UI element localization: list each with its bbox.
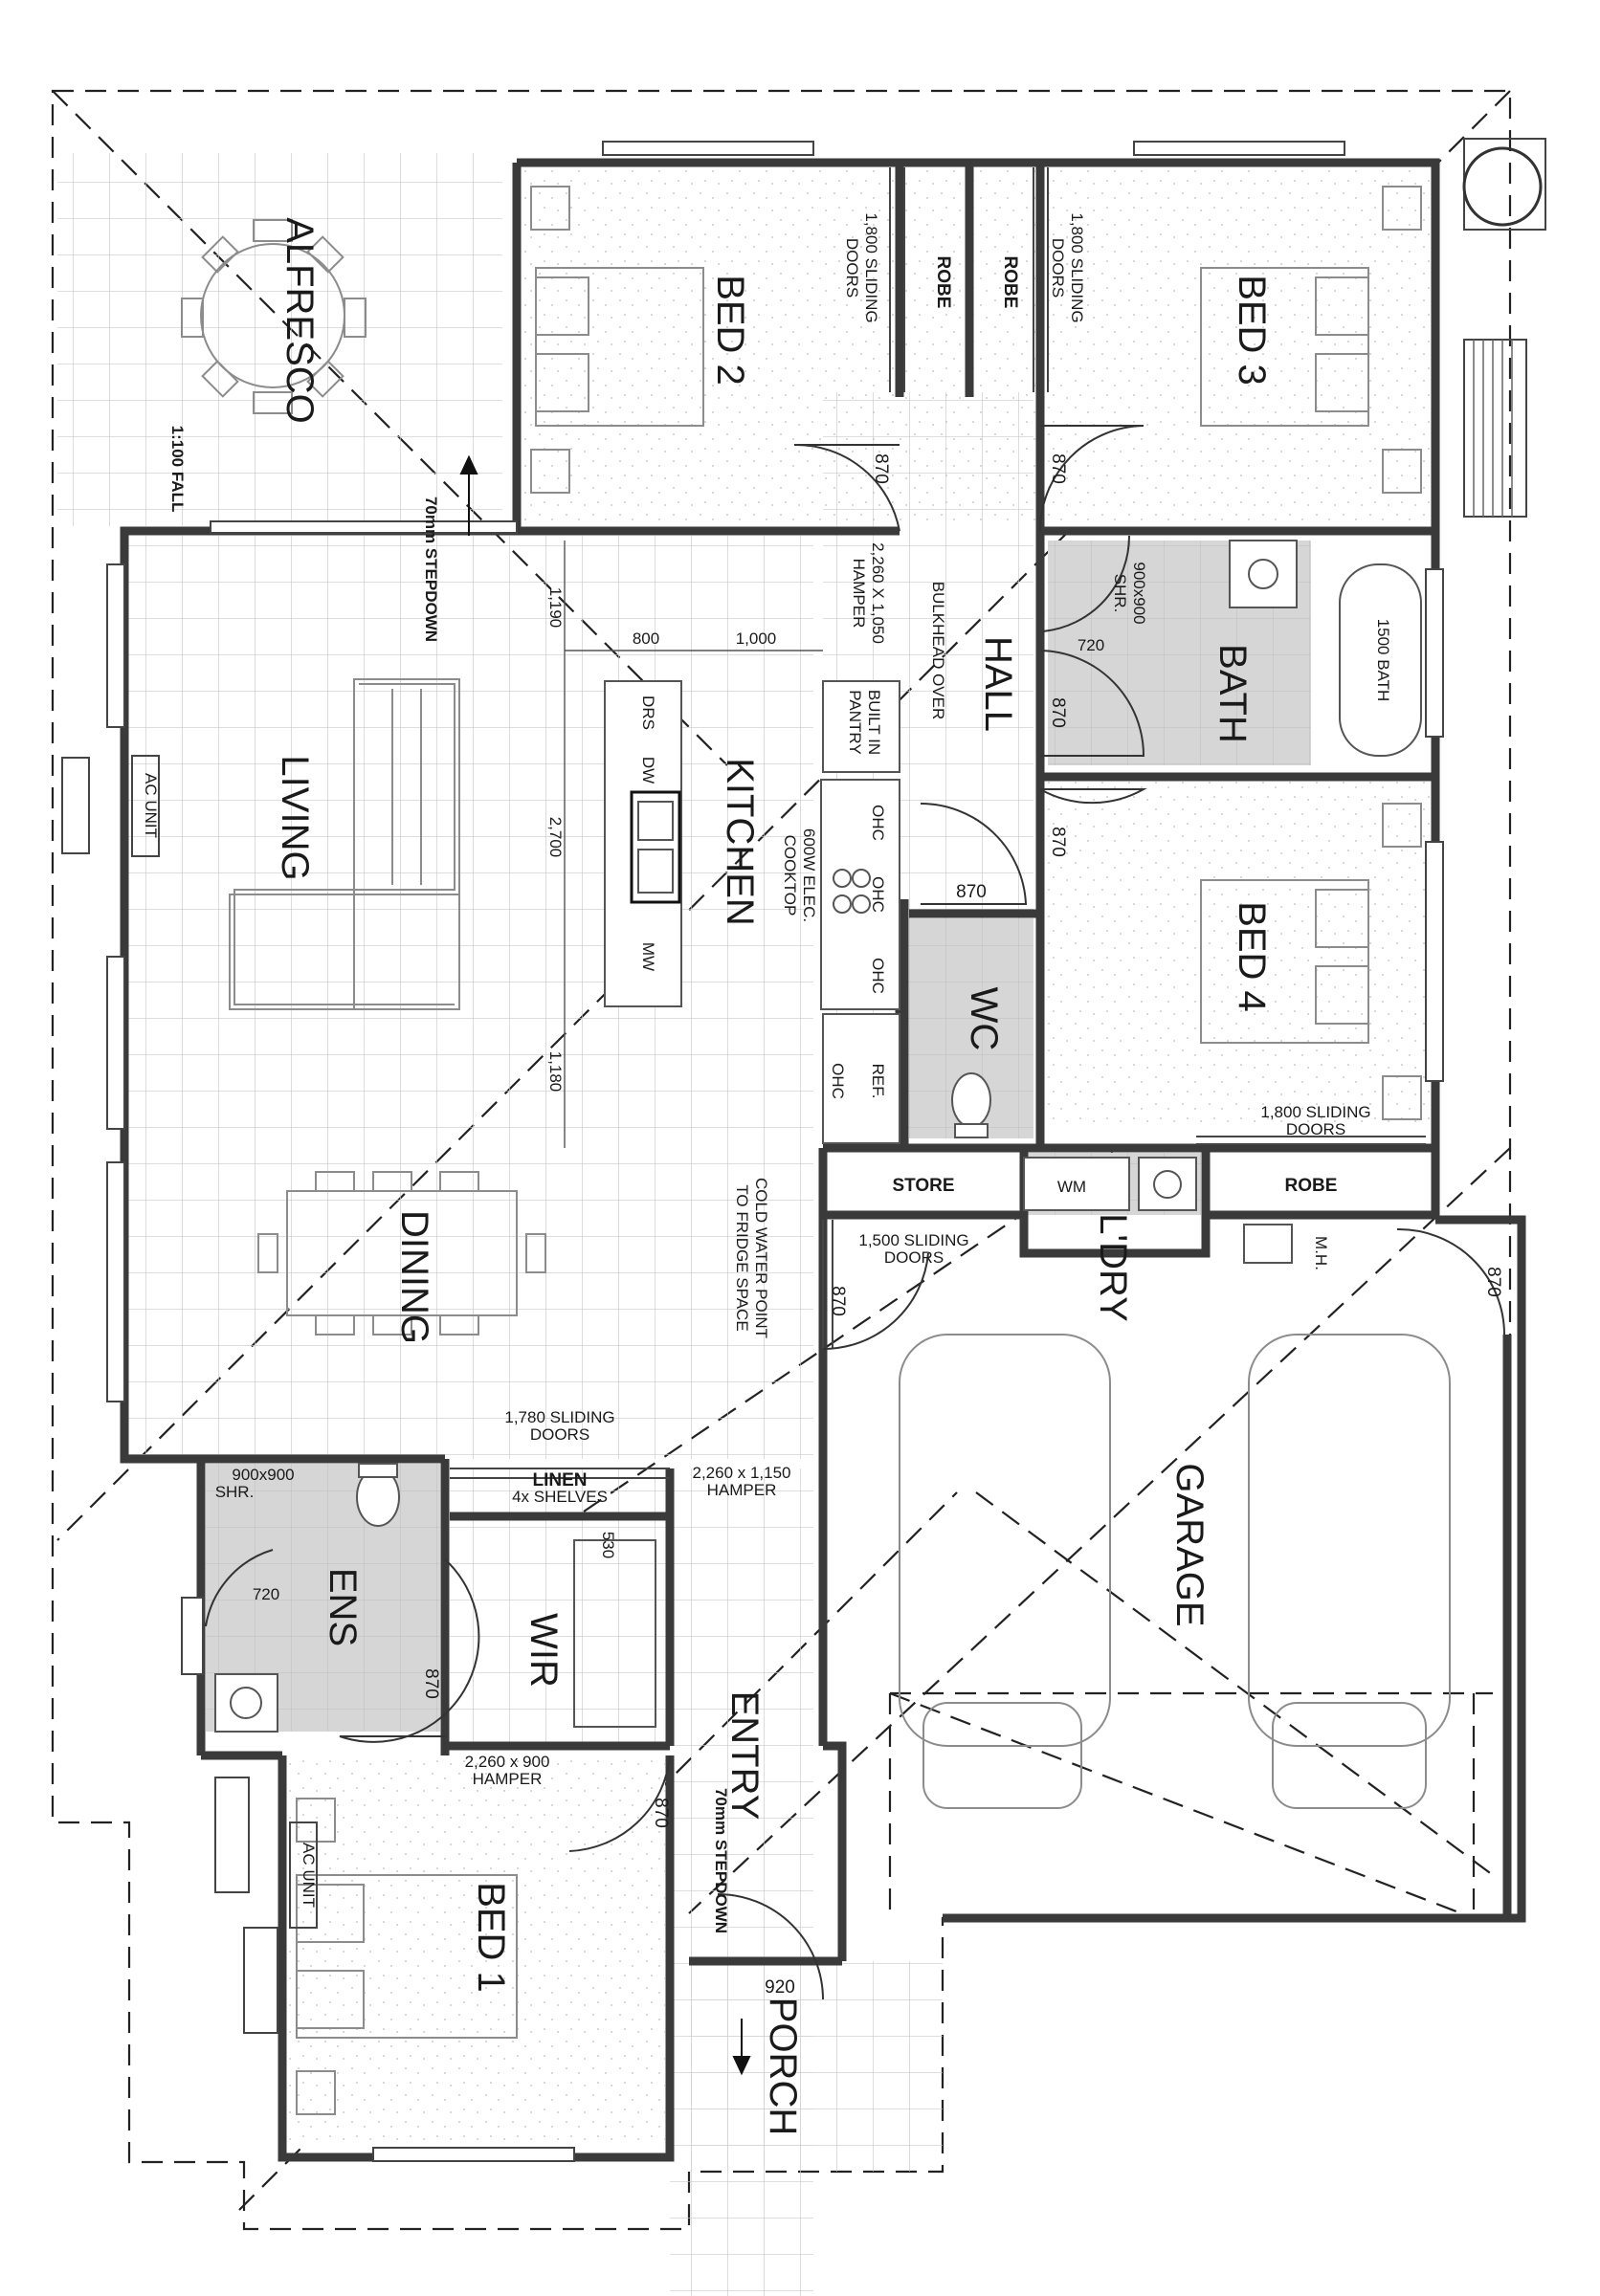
label-bath: BATH xyxy=(1211,644,1254,743)
dim-door-bath: 870 xyxy=(1048,697,1068,728)
hamper-linen-l1: 2,260 x 1,150 xyxy=(692,1464,790,1482)
drs-label: DRS xyxy=(639,695,657,730)
cooktop-l2: COOKTOP xyxy=(781,835,799,916)
exterior-fixtures xyxy=(61,138,1546,2034)
dim-door-wc: 870 xyxy=(956,882,987,902)
ohc-label-4: OHC xyxy=(829,1063,847,1099)
label-bed2: BED 2 xyxy=(709,275,751,386)
dim-entry-door: 920 xyxy=(765,1977,795,1998)
pantry-l1: BUILT IN xyxy=(865,690,883,755)
dim-door-garage: 870 xyxy=(1483,1267,1503,1297)
dim-k-1180: 1,180 xyxy=(546,1051,565,1093)
label-bed1: BED 1 xyxy=(470,1882,512,1993)
label-store: STORE xyxy=(892,1176,954,1196)
label-bed3: BED 3 xyxy=(1231,275,1273,386)
label-robe-left: ROBE xyxy=(933,256,953,309)
label-entry: ENTRY xyxy=(723,1691,766,1821)
label-linen: LINEN xyxy=(533,1470,588,1490)
dimensions: 870 870 870 870 870 870 870 870 870 920 … xyxy=(253,453,1503,1998)
walls xyxy=(120,158,1526,2162)
cooktop-l1: 600W ELEC. xyxy=(800,828,818,922)
dw-label: DW xyxy=(639,757,657,784)
sliding-linen-l1: 1,780 SLIDING xyxy=(504,1408,614,1426)
dim-door-bed2: 870 xyxy=(871,453,891,484)
dim-door-bed3: 870 xyxy=(1048,453,1068,484)
label-wir: WIR xyxy=(522,1613,565,1688)
label-robe-bed4: ROBE xyxy=(1285,1176,1338,1196)
cold-water-l1: COLD WATER POINT xyxy=(752,1178,770,1338)
dim-k-2700: 2,700 xyxy=(546,817,565,858)
sliding-store-l1: 1,500 SLIDING xyxy=(858,1231,968,1249)
annotations: 1:100 FALL 70mm STEPDOWN 70mm STEPDOWN 1… xyxy=(131,212,1392,1933)
label-alfresco: ALFRESCO xyxy=(278,217,321,424)
label-wc: WC xyxy=(963,987,1005,1051)
sliding-bed2-l1: 1,800 SLIDING xyxy=(862,212,880,322)
dim-bench-800: 800 xyxy=(633,629,659,648)
ref-label: REF. xyxy=(869,1064,887,1099)
sliding-bed2-l2: DOORS xyxy=(843,238,861,298)
ac-unit-living: AC UNIT xyxy=(142,773,160,838)
pantry-l2: PANTRY xyxy=(846,690,864,754)
cold-water-l2: TO FRIDGE SPACE xyxy=(733,1184,751,1331)
dim-bench-1000: 1,000 xyxy=(736,629,777,648)
dim-door-bed4: 870 xyxy=(1048,827,1068,857)
windows xyxy=(106,141,1444,2162)
sliding-store-l2: DOORS xyxy=(884,1248,944,1267)
sliding-bed4-l1: 1,800 SLIDING xyxy=(1260,1103,1370,1121)
bath-tub-label: 1500 BATH xyxy=(1374,619,1392,702)
water-tank-icon xyxy=(1462,146,1543,227)
stepdown-entry: 70mm STEPDOWN xyxy=(712,1788,730,1933)
label-robe-right: ROBE xyxy=(1000,256,1020,309)
arrows xyxy=(459,454,751,2076)
label-hall: HALL xyxy=(977,636,1019,732)
label-bed4: BED 4 xyxy=(1231,901,1273,1012)
sliding-bed4-l2: DOORS xyxy=(1286,1120,1345,1138)
sliding-bed3-l2: DOORS xyxy=(1049,238,1067,298)
fall-note: 1:100 FALL xyxy=(168,426,187,513)
dim-door-bed1: 870 xyxy=(651,1798,671,1828)
shr-ens-l1: 900x900 xyxy=(232,1466,294,1484)
label-garage: GARAGE xyxy=(1168,1463,1211,1626)
dim-door-ens: 870 xyxy=(421,1668,441,1699)
dim-shower-ens: 720 xyxy=(253,1585,279,1603)
label-living: LIVING xyxy=(274,755,316,880)
sliding-bed3-l1: 1,800 SLIDING xyxy=(1068,212,1086,322)
wm-label: WM xyxy=(1057,1178,1086,1196)
shr-bath-l2: SHR. xyxy=(1111,574,1129,613)
doors xyxy=(205,425,1505,2000)
shr-ens-l2: SHR. xyxy=(215,1483,255,1501)
label-porch: PORCH xyxy=(762,1998,804,2135)
dimension-lines xyxy=(564,541,823,1148)
hamper-hall-l2: HAMPER xyxy=(850,559,868,629)
dim-k-1190: 1,190 xyxy=(546,587,565,629)
dim-shower-bath: 720 xyxy=(1078,636,1104,654)
stepdown-alfresco: 70mm STEPDOWN xyxy=(422,497,440,642)
ohc-label-2: OHC xyxy=(869,876,887,913)
mw-label: MW xyxy=(639,942,657,971)
bulkhead-note: BULKHEAD OVER xyxy=(929,582,947,720)
furniture xyxy=(181,167,1451,2115)
dim-wir-530: 530 xyxy=(599,1532,617,1558)
label-laundry: L'DRY xyxy=(1092,1213,1134,1322)
dim-door-store: 870 xyxy=(828,1286,848,1316)
floor-fills xyxy=(57,153,1435,2296)
hamper-bed1-l1: 2,260 x 900 xyxy=(465,1753,550,1771)
linen-shelves: 4x SHELVES xyxy=(512,1488,608,1506)
hamper-hall-l1: 2,260 X 1,050 xyxy=(869,542,887,644)
mh-label: M.H. xyxy=(1312,1236,1330,1270)
hamper-bed1-l2: HAMPER xyxy=(473,1770,543,1788)
label-ens: ENS xyxy=(322,1568,364,1646)
ac-unit-bed1: AC UNIT xyxy=(300,1843,318,1908)
sliding-linen-l2: DOORS xyxy=(530,1425,589,1444)
room-labels: ALFRESCO BED 2 BED 3 BED 4 BED 1 ROBE RO… xyxy=(274,217,1337,2135)
label-kitchen: KITCHEN xyxy=(719,758,761,926)
hamper-linen-l2: HAMPER xyxy=(707,1481,777,1499)
ohc-label-3: OHC xyxy=(869,958,887,994)
ohc-label-1: OHC xyxy=(869,805,887,841)
label-dining: DINING xyxy=(393,1210,435,1344)
shr-bath-l1: 900x900 xyxy=(1130,562,1148,624)
